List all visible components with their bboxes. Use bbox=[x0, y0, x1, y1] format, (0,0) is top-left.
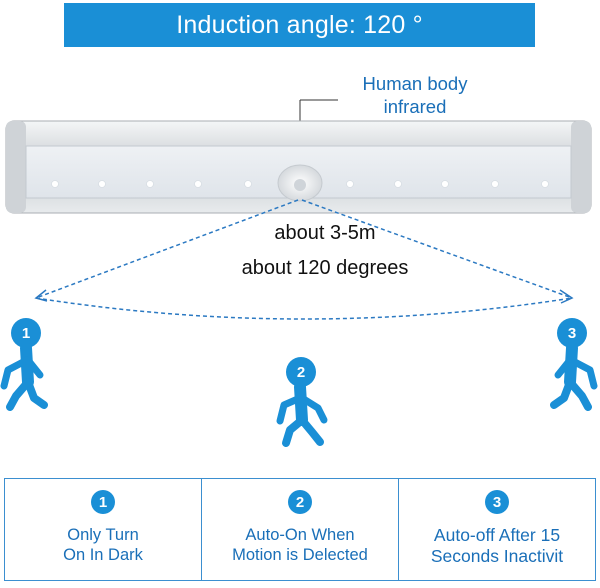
person-2-icon bbox=[276, 357, 328, 447]
feature-3-label: Auto-off After 15 Seconds Inactivit bbox=[430, 525, 564, 566]
feature-auto-off: 3 Auto-off After 15 Seconds Inactivit bbox=[399, 479, 595, 580]
feature-3-badge: 3 bbox=[485, 490, 509, 514]
range-angle: about 120 degrees bbox=[241, 257, 409, 279]
led-row bbox=[51, 180, 549, 188]
arc-arrowheads bbox=[34, 289, 574, 304]
pir-sensor-icon bbox=[277, 164, 323, 202]
sensor-diagram: 1 2 3 bbox=[0, 99, 598, 447]
person-1-number: 1 bbox=[22, 325, 30, 342]
person-2-number: 2 bbox=[297, 364, 305, 381]
feature-2-label: Auto-On When Motion is Delected bbox=[232, 526, 368, 564]
feature-1-badge: 1 bbox=[91, 490, 115, 514]
person-3-number: 3 bbox=[568, 325, 576, 342]
person-3-icon bbox=[550, 318, 598, 411]
feature-motion-on: 2 Auto-On When Motion is Delected bbox=[202, 479, 399, 580]
person-1-icon bbox=[0, 318, 48, 411]
header-title: Induction angle: 120 ° bbox=[176, 10, 423, 39]
feature-panel: 1 Only Turn On In Dark 2 Auto-On When Mo… bbox=[4, 478, 596, 581]
range-distance: about 3-5m bbox=[274, 222, 376, 244]
feature-1-label: Only Turn On In Dark bbox=[63, 526, 143, 564]
feature-dark-only: 1 Only Turn On In Dark bbox=[5, 479, 202, 580]
feature-2-badge: 2 bbox=[288, 490, 312, 514]
detection-range-arcs bbox=[35, 199, 573, 320]
header-banner: Induction angle: 120 ° bbox=[64, 3, 535, 47]
